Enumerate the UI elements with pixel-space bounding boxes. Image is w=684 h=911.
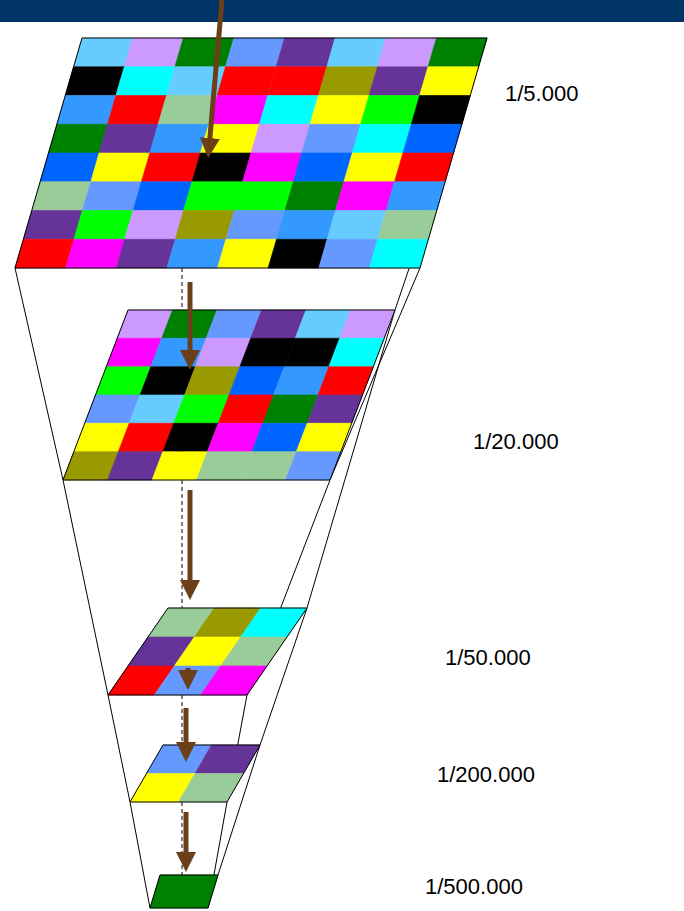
raster-cell xyxy=(340,310,395,338)
raster-cell xyxy=(344,153,403,182)
funnel-lines xyxy=(15,38,487,908)
raster-cell xyxy=(378,211,437,240)
raster-cell xyxy=(259,96,318,125)
header-bar xyxy=(0,0,684,22)
raster-cell xyxy=(218,239,277,268)
raster-cell xyxy=(327,211,386,240)
plane-outline xyxy=(15,38,487,268)
raster-cell xyxy=(277,211,336,240)
raster-cell xyxy=(141,153,200,182)
raster-cell xyxy=(91,153,150,182)
raster-cell xyxy=(251,124,310,153)
raster-cell xyxy=(209,96,268,125)
raster-cell xyxy=(40,153,99,182)
raster-cell xyxy=(15,239,74,268)
raster-cell xyxy=(293,153,352,182)
raster-cell xyxy=(23,211,82,240)
raster-cell xyxy=(65,67,124,96)
raster-planes xyxy=(15,38,487,908)
scale-label: 1/500.000 xyxy=(425,876,523,898)
zoom-arrows xyxy=(186,0,222,862)
raster-cell xyxy=(369,239,428,268)
raster-cell xyxy=(336,182,395,211)
plane-outline xyxy=(130,745,260,802)
raster-cell xyxy=(329,338,384,366)
raster-cell xyxy=(318,67,377,96)
raster-cell xyxy=(226,211,285,240)
raster-cell xyxy=(411,96,470,125)
raster-cell xyxy=(276,38,335,67)
raster-cell xyxy=(49,124,108,153)
raster-cell xyxy=(319,239,378,268)
raster-cell xyxy=(234,182,293,211)
raster-cell xyxy=(327,38,386,67)
raster-cell xyxy=(32,182,91,211)
raster-cell xyxy=(124,38,183,67)
raster-cell xyxy=(307,395,362,423)
raster-cell xyxy=(74,211,133,240)
plane-outline xyxy=(150,875,218,908)
raster-cell xyxy=(57,96,116,125)
raster-cell xyxy=(286,452,341,480)
raster-cell xyxy=(361,96,420,125)
raster-cell xyxy=(184,182,243,211)
raster-cell xyxy=(108,96,167,125)
raster-cell xyxy=(179,774,244,803)
raster-cell xyxy=(369,67,428,96)
raster-cell xyxy=(74,38,133,67)
raster-cell xyxy=(310,96,369,125)
raster-cell xyxy=(318,367,373,395)
raster-cell xyxy=(352,124,411,153)
raster-cell xyxy=(175,38,234,67)
raster-cell xyxy=(302,124,361,153)
raster-cell xyxy=(285,182,344,211)
raster-cell xyxy=(150,875,218,908)
raster-cell xyxy=(116,67,175,96)
raster-cell xyxy=(377,38,436,67)
raster-cell xyxy=(226,38,285,67)
scale-label: 1/50.000 xyxy=(445,647,531,669)
raster-cell xyxy=(217,67,276,96)
raster-cell xyxy=(82,182,141,211)
raster-cell xyxy=(133,182,192,211)
scale-label: 1/20.000 xyxy=(473,431,559,453)
raster-cell xyxy=(268,239,327,268)
raster-cell xyxy=(268,67,327,96)
plane-outline xyxy=(63,310,395,480)
raster-cell xyxy=(403,124,462,153)
raster-cell xyxy=(99,124,158,153)
raster-cell xyxy=(296,423,351,451)
raster-cell xyxy=(420,67,479,96)
raster-cell xyxy=(125,211,184,240)
raster-cell xyxy=(66,239,125,268)
scale-label: 1/5.000 xyxy=(505,83,578,105)
raster-cell xyxy=(158,96,217,125)
raster-cell xyxy=(150,124,209,153)
raster-cell xyxy=(428,38,487,67)
raster-cell xyxy=(167,239,226,268)
raster-cell xyxy=(192,153,251,182)
raster-cell xyxy=(195,745,260,774)
plane-outline xyxy=(108,608,307,695)
raster-cell xyxy=(175,211,234,240)
raster-cell xyxy=(386,182,445,211)
raster-cell xyxy=(116,239,175,268)
scale-label: 1/200.000 xyxy=(437,764,535,786)
raster-cell xyxy=(243,153,302,182)
raster-cell xyxy=(395,153,454,182)
